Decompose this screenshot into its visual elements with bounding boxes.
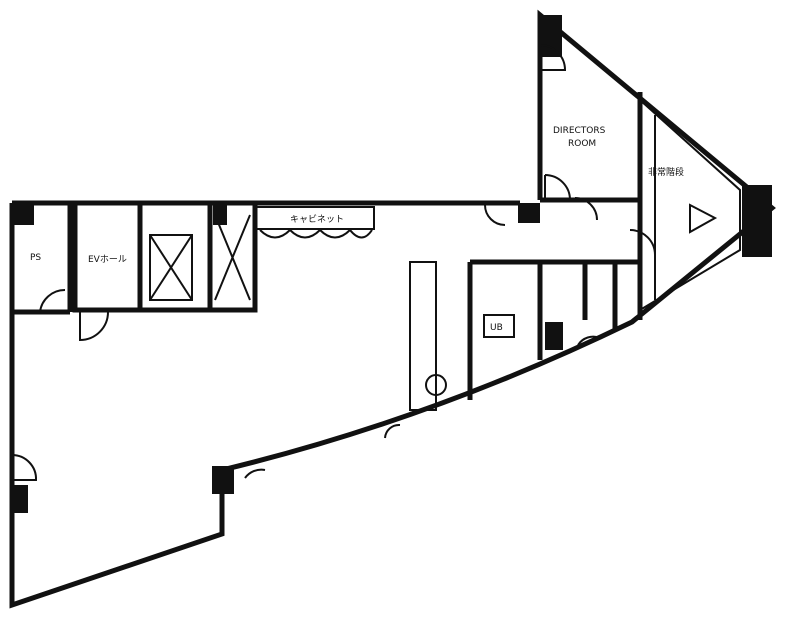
directors-room-label-2: ROOM [568,139,596,149]
column [212,466,234,494]
elevator-icon [214,214,251,301]
cabinet [255,206,375,230]
door[interactable] [574,197,598,221]
door[interactable] [577,335,601,346]
column [540,15,562,57]
sofa-round [425,374,447,396]
pipe-space-label: PS [30,253,41,263]
door[interactable] [79,311,109,342]
door[interactable] [11,453,38,481]
door[interactable] [484,204,506,226]
column [12,485,28,513]
column [518,203,540,223]
column [545,322,563,350]
stair-arrow-icon [689,203,718,234]
sofa [409,261,437,411]
wet-area-walls [467,259,640,400]
column [213,203,227,225]
door[interactable] [39,288,66,313]
door[interactable] [384,423,401,439]
cabinet-label: キャビネット [290,214,344,225]
ev-hall-label: EVホール [88,254,127,265]
stair-label: 非常階段 [648,166,684,178]
door[interactable] [539,44,567,71]
door[interactable] [244,468,266,479]
directors-room-wall [540,92,643,320]
directors-room-label: DIRECTORS [553,126,606,136]
door[interactable] [629,229,656,256]
column [12,203,34,225]
door[interactable] [544,174,571,201]
elevator-icon [149,234,193,301]
unit-bath [483,314,515,338]
column [742,185,772,257]
cabinet-doors [259,228,373,239]
unit-bath-label: UB [490,323,503,333]
